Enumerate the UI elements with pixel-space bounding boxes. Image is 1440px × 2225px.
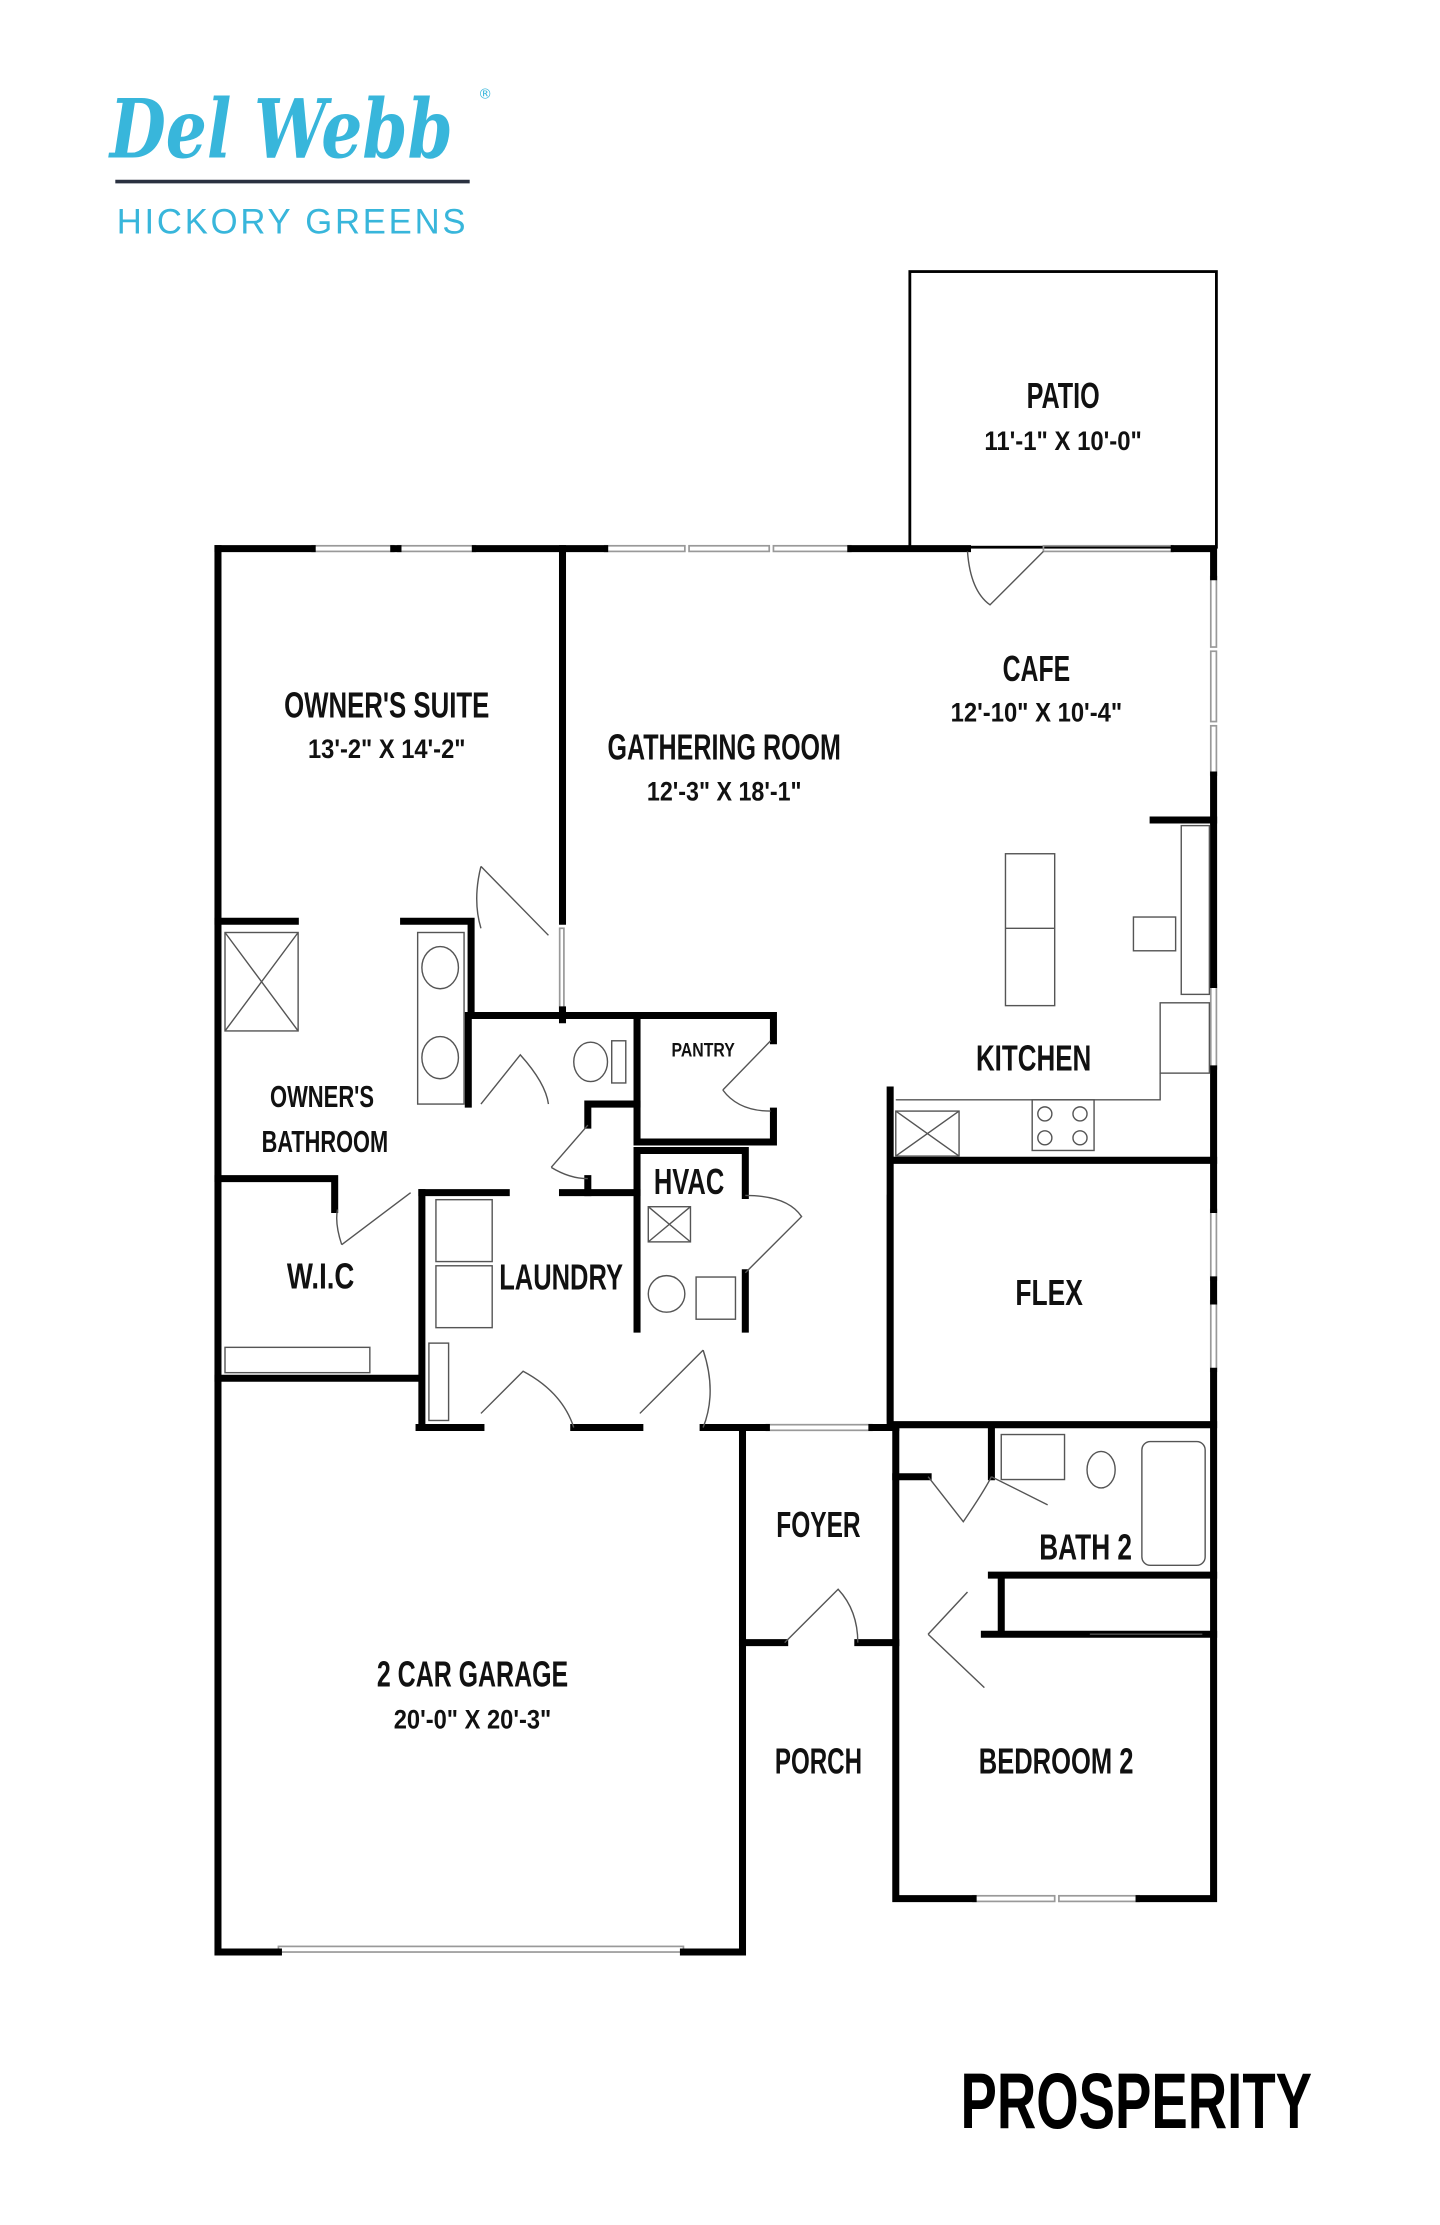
gathering-room-label: GATHERING ROOM — [608, 727, 841, 768]
doors — [336, 550, 1048, 1689]
laundry-label: LAUNDRY — [499, 1257, 623, 1298]
owners-bathroom-label-1: OWNER'S — [270, 1079, 374, 1114]
logo-registered: ® — [478, 87, 492, 103]
garage-dims: 20'-0" X 20'-3" — [394, 1704, 552, 1734]
logo-brand: Del Webb — [108, 82, 453, 178]
owners-bathroom-label-2: BATHROOM — [262, 1124, 389, 1159]
garage-label: 2 CAR GARAGE — [377, 1653, 568, 1694]
owners-suite-dims: 13'-2" X 14'-2" — [308, 734, 466, 764]
bath2-label: BATH 2 — [1039, 1527, 1132, 1568]
toilet-icon — [573, 1041, 609, 1083]
bath2-toilet-icon — [1086, 1450, 1116, 1489]
pantry-label: PANTRY — [671, 1039, 734, 1061]
sink-icon — [421, 945, 460, 990]
bedroom2-label: BEDROOM 2 — [979, 1740, 1134, 1781]
kitchen-island — [1004, 853, 1056, 1007]
plan-name: PROSPERITY — [960, 2057, 1312, 2145]
cafe-dims: 12'-10" X 10'-4" — [951, 698, 1123, 728]
owners-suite-label: OWNER'S SUITE — [284, 684, 489, 725]
kitchen-label: KITCHEN — [976, 1037, 1091, 1078]
shower-icon — [224, 931, 299, 1032]
logo-community: HICKORY GREENS — [117, 203, 469, 242]
hvac-label: HVAC — [654, 1161, 724, 1202]
sink-icon — [421, 1035, 460, 1080]
washer-icon — [435, 1198, 493, 1263]
fixtures — [224, 824, 1211, 1635]
dishwasher-icon — [895, 1110, 960, 1157]
hvac-unit-icon — [647, 1206, 692, 1243]
patio-outline — [908, 270, 1218, 549]
bathtub-icon — [1141, 1440, 1206, 1567]
vanity-icon — [416, 931, 465, 1105]
patio-dims: 11'-1" X 10'-0" — [984, 426, 1142, 456]
gathering-room-dims: 12'-3" X 18'-1" — [647, 776, 802, 806]
flex-label: FLEX — [1015, 1272, 1083, 1313]
bath2-sink-icon — [1000, 1433, 1066, 1481]
fridge-icon — [1132, 916, 1177, 952]
wic-label: W.I.C — [287, 1255, 355, 1296]
porch-label: PORCH — [775, 1740, 862, 1781]
patio-label: PATIO — [1027, 375, 1100, 416]
kitchen-sink-icon — [1159, 1002, 1211, 1074]
cafe-label: CAFE — [1003, 648, 1071, 689]
water-heater-icon — [647, 1274, 686, 1313]
logo: Del Webb ® HICKORY GREENS — [108, 82, 492, 242]
walls — [214, 545, 1218, 1956]
closet-shelf — [224, 1346, 371, 1374]
dryer-icon — [435, 1265, 493, 1329]
room-labels: PATIO 11'-1" X 10'-0" OWNER'S SUITE 13'-… — [262, 375, 1142, 1781]
foyer-label: FOYER — [776, 1504, 860, 1545]
